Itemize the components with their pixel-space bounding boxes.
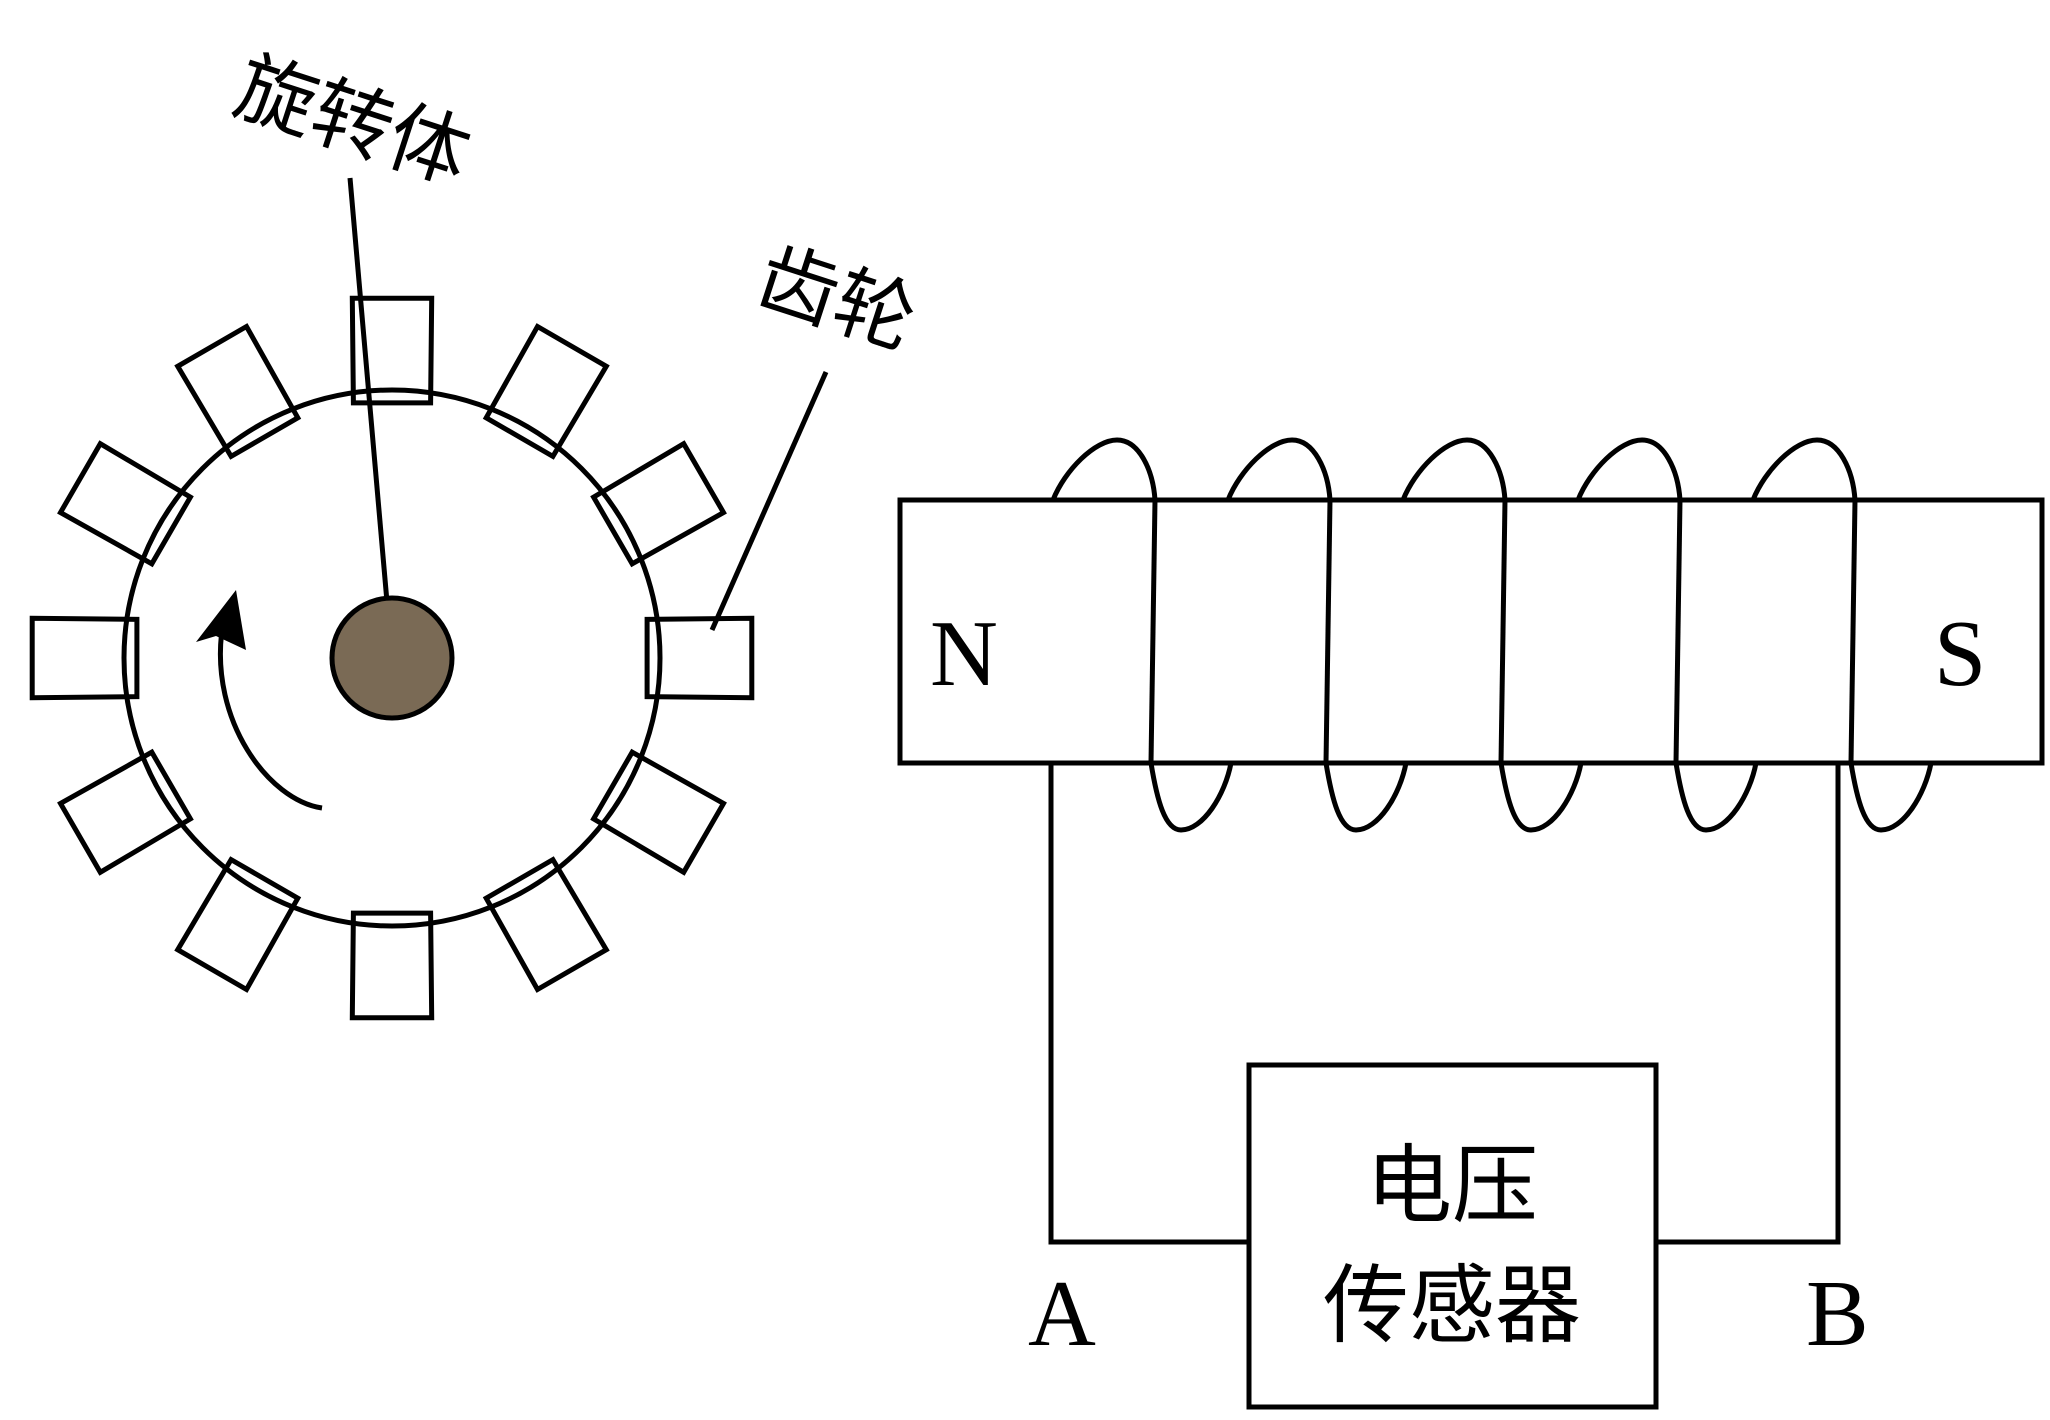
wire-to-terminal-a: [1048, 763, 1249, 1245]
coil-turn-top-arc: [1575, 437, 1683, 501]
gear-tooth: [57, 440, 194, 568]
gear-tooth: [590, 440, 727, 568]
rotation-arrow-head: [196, 590, 246, 650]
coil-turn-bottom-arc: [1148, 762, 1234, 833]
coil-turn-bottom-arc: [1848, 762, 1934, 833]
rotation-arrow-arc: [218, 629, 323, 811]
gear-label: 齿轮: [746, 230, 927, 368]
rotating-body-label: 旋转体: [224, 40, 481, 203]
gear-tooth: [482, 856, 610, 993]
coil-turn-top-arc: [1225, 437, 1333, 501]
coil-turn-front-strand: [1148, 499, 1158, 764]
gear-tooth: [349, 910, 435, 1021]
coil-turn-front-strand: [1673, 499, 1683, 764]
voltage-sensor-label-line2: 传感器: [1323, 1256, 1581, 1356]
coil-turn-front-strand: [1323, 499, 1333, 764]
voltage-sensor-box: [1246, 1062, 1659, 1410]
rotating-body-hub: [329, 595, 455, 721]
terminal-b-label: B: [1806, 1262, 1869, 1366]
wire-to-terminal-b: [1656, 763, 1841, 1245]
gear-tooth: [482, 323, 610, 460]
coil-turn-top-arc: [1750, 437, 1858, 501]
coil-back-segments: [1050, 437, 1934, 833]
gear-teeth: [29, 295, 755, 1021]
coil-turn-front-strand: [1498, 499, 1508, 764]
gear-tooth: [349, 295, 435, 406]
gear-leader-line: [709, 370, 829, 632]
south-pole-label: S: [1934, 602, 1986, 706]
gear-tooth: [644, 615, 755, 701]
rotating-body-leader-line: [347, 177, 390, 603]
coil-turn-bottom-arc: [1498, 762, 1584, 833]
terminal-a-label: A: [1028, 1262, 1096, 1366]
bar-magnet: [897, 497, 2045, 766]
coil-turn-bottom-arc: [1673, 762, 1759, 833]
gear-tooth: [590, 748, 727, 876]
coil-turn-bottom-arc: [1323, 762, 1409, 833]
coil-turn-top-arc: [1050, 437, 1158, 501]
coil-turn-front-strand: [1848, 499, 1858, 764]
gear-tooth: [174, 323, 302, 460]
coil-front-segments: [1148, 499, 1858, 764]
gear-tooth: [29, 615, 140, 701]
north-pole-label: N: [930, 602, 998, 706]
gear-body: [121, 387, 663, 929]
voltage-sensor-label-line1: 电压: [1366, 1136, 1538, 1236]
gear-tooth: [57, 748, 194, 876]
gear-tooth: [174, 856, 302, 993]
coil-turn-top-arc: [1400, 437, 1508, 501]
